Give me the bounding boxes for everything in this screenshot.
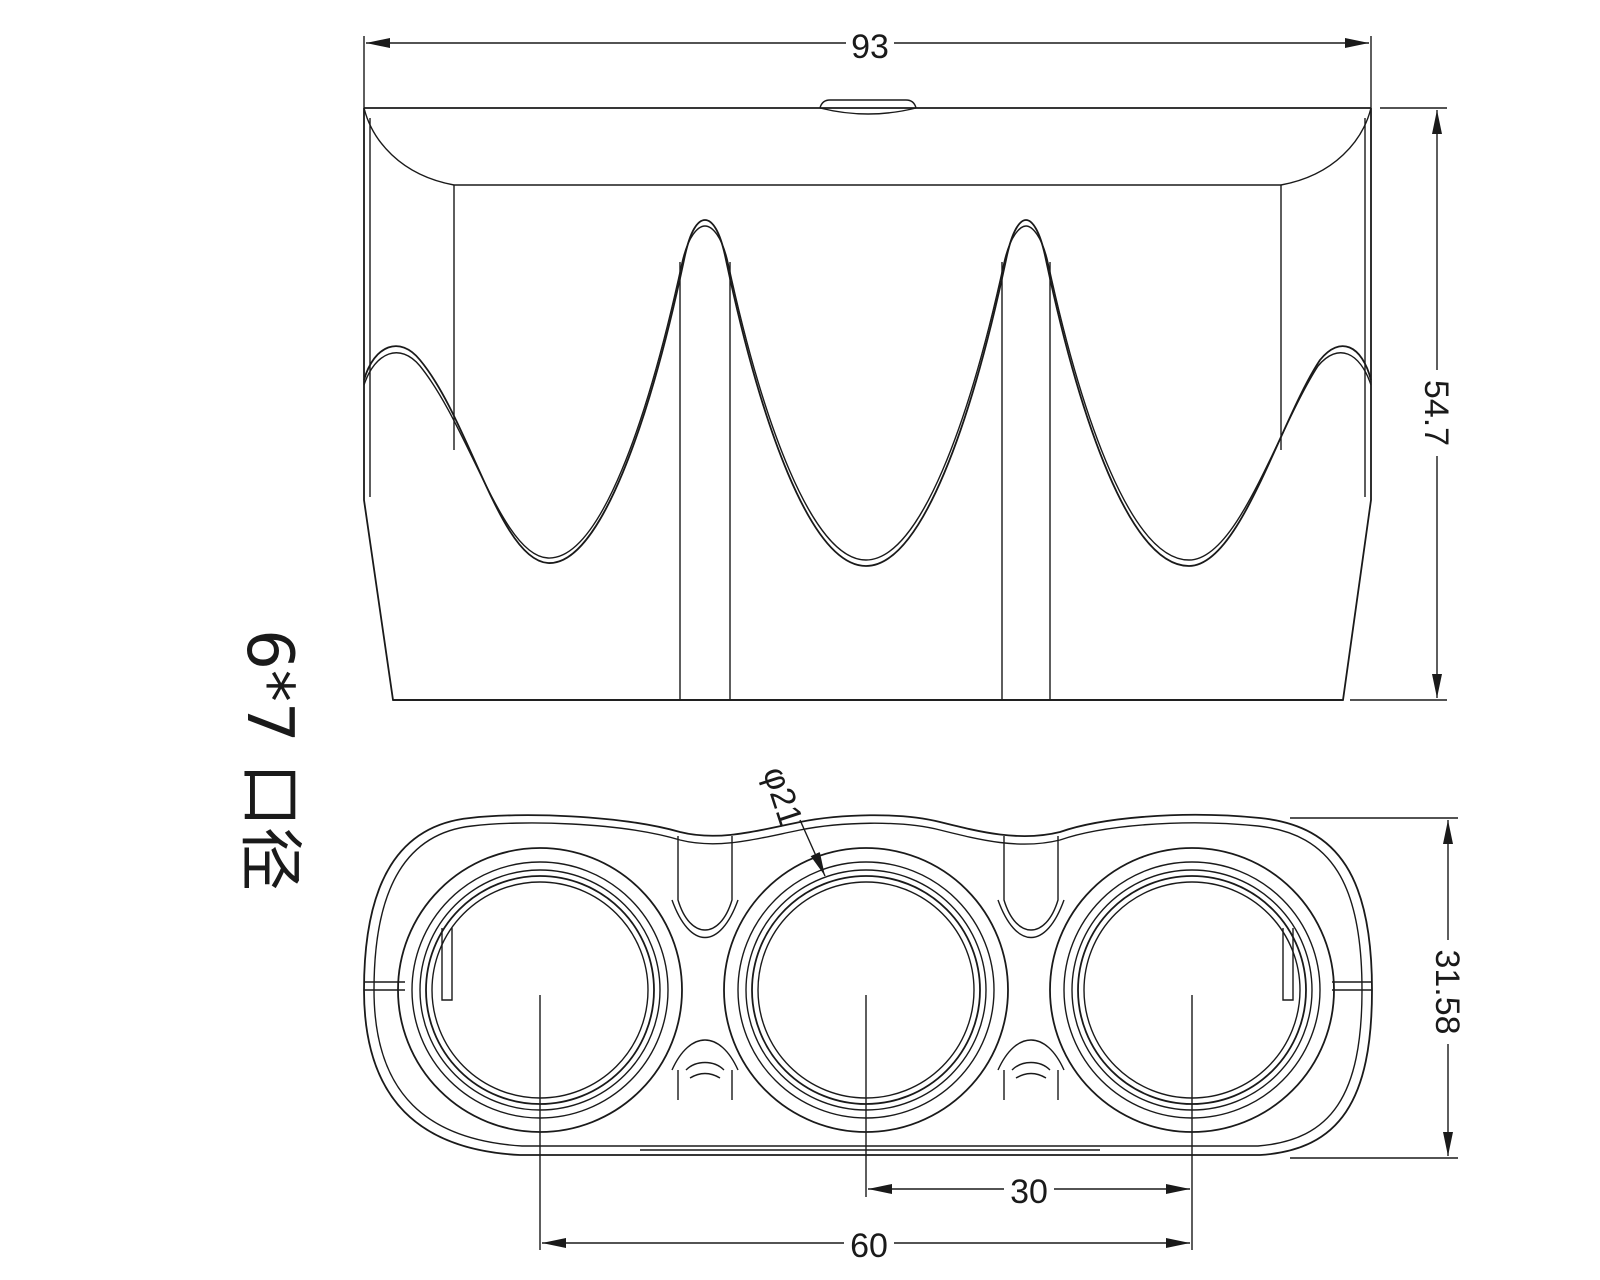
- dim-text-phi21: φ21: [755, 762, 810, 831]
- front-view: 93: [363, 24, 1456, 701]
- front-ribs: [679, 262, 1051, 700]
- dim-text-93: 93: [851, 28, 889, 66]
- dimension-overall-width: 93: [363, 24, 1372, 108]
- top-center-lines: [539, 995, 1193, 1250]
- top-outer-outline: [363, 813, 1373, 1156]
- front-body-outline: [363, 99, 1372, 701]
- caliber-label: 6*7 口径: [232, 629, 306, 891]
- top-bridges: [441, 836, 1294, 1100]
- dim-text-30: 30: [1010, 1173, 1048, 1211]
- dim-text-60: 60: [850, 1227, 888, 1265]
- dim-text-31-58: 31.58: [1428, 949, 1466, 1034]
- dimension-top-depth: 31.58: [1290, 817, 1468, 1159]
- dimension-pitch: 30: [868, 1172, 1190, 1211]
- front-wave-profile: [363, 219, 1372, 567]
- dim-text-54-7: 54.7: [1417, 380, 1455, 446]
- top-view: φ21 31.58 30 60: [363, 762, 1468, 1265]
- dimension-span: 60: [542, 1226, 1190, 1265]
- dimension-front-height: 54.7: [1350, 107, 1456, 701]
